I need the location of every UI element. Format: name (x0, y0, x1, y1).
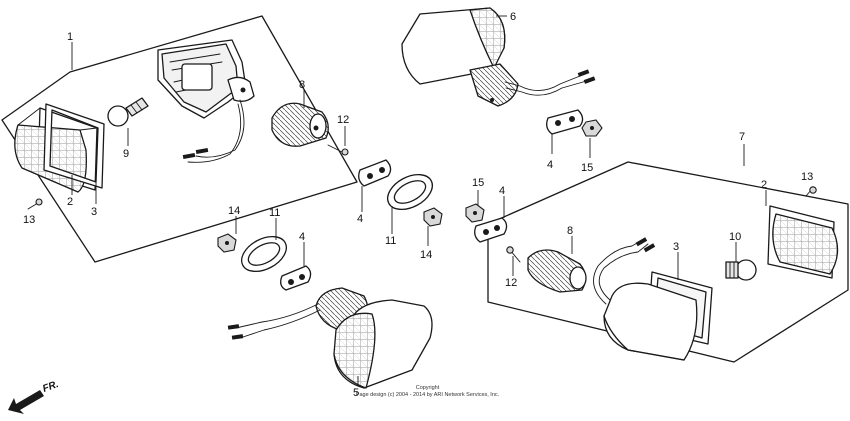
copyright-line-1: Copyright (415, 385, 440, 391)
callout-14: 14 (420, 249, 432, 261)
callout-10: 10 (729, 231, 741, 243)
callout-2: 2 (761, 179, 767, 191)
callout-6: 6 (510, 11, 516, 23)
plate-4-center-right (474, 217, 508, 243)
bulb-9 (107, 97, 149, 127)
screw-13-left (27, 198, 43, 210)
grommet-11-bottom (241, 235, 287, 273)
copyright-notice: Copyright Page design (c) 2004 - 2014 by… (330, 385, 525, 398)
front-arrow-icon: FR. (8, 379, 60, 414)
callout-9: 9 (123, 148, 129, 160)
plate-4-center-left (358, 159, 392, 187)
callout-8: 8 (299, 79, 305, 91)
screw-13-right (805, 186, 817, 197)
callout-13: 13 (23, 214, 35, 226)
connector-left-b (195, 147, 209, 155)
bulb-10 (725, 259, 757, 281)
callout-1: 1 (67, 31, 73, 43)
plate-4-top (546, 109, 584, 135)
wires-left (187, 99, 245, 163)
lens-right (767, 205, 839, 279)
connector-right-b (643, 243, 656, 253)
plate-4-bottom (280, 265, 312, 291)
callout-7: 7 (739, 131, 745, 143)
callout-4: 4 (499, 185, 505, 197)
callout-numbers: 1 2 3 9 13 8 12 6 4 15 7 2 13 4 11 14 15… (23, 11, 813, 399)
callout-4: 4 (547, 159, 553, 171)
front-label: FR. (41, 379, 60, 395)
nut-15-top (581, 119, 603, 137)
nut-15-center (465, 203, 485, 223)
connector-right-a (635, 237, 648, 247)
callout-2: 2 (67, 196, 73, 208)
callout-12: 12 (505, 277, 517, 289)
callout-11: 11 (385, 235, 396, 247)
callout-12: 12 (337, 114, 349, 126)
nut-14-center (423, 207, 443, 227)
housing-left (157, 39, 255, 119)
leader-lines (71, 15, 767, 386)
copyright-line-2: Page design (c) 2004 - 2014 by ARI Netwo… (355, 391, 500, 398)
grommet-11-center (387, 173, 433, 211)
right-assembly-group (487, 161, 849, 363)
callout-5: 5 (353, 387, 359, 399)
left-assembly-group (1, 15, 358, 263)
connector-left-a (182, 152, 196, 160)
callout-11: 11 (269, 207, 280, 219)
screw-12-right (506, 246, 521, 263)
callout-14: 14 (228, 205, 240, 217)
boot-8-right (527, 249, 587, 293)
callout-8: 8 (567, 225, 573, 237)
nut-14-bottom (217, 233, 237, 253)
callout-15: 15 (472, 177, 484, 189)
callout-4: 4 (357, 213, 363, 225)
housing-right (603, 271, 713, 361)
callout-13: 13 (801, 171, 813, 183)
callout-15: 15 (581, 162, 593, 174)
screw-12-left (327, 144, 349, 156)
assembly-box-1 (1, 15, 358, 263)
boot-8-left (271, 102, 329, 147)
top-unit-6 (401, 7, 596, 107)
callout-4: 4 (299, 231, 305, 243)
callout-3: 3 (91, 206, 97, 218)
wires-right (593, 239, 649, 305)
callout-3: 3 (673, 241, 679, 253)
bottom-unit-5 (227, 287, 433, 389)
